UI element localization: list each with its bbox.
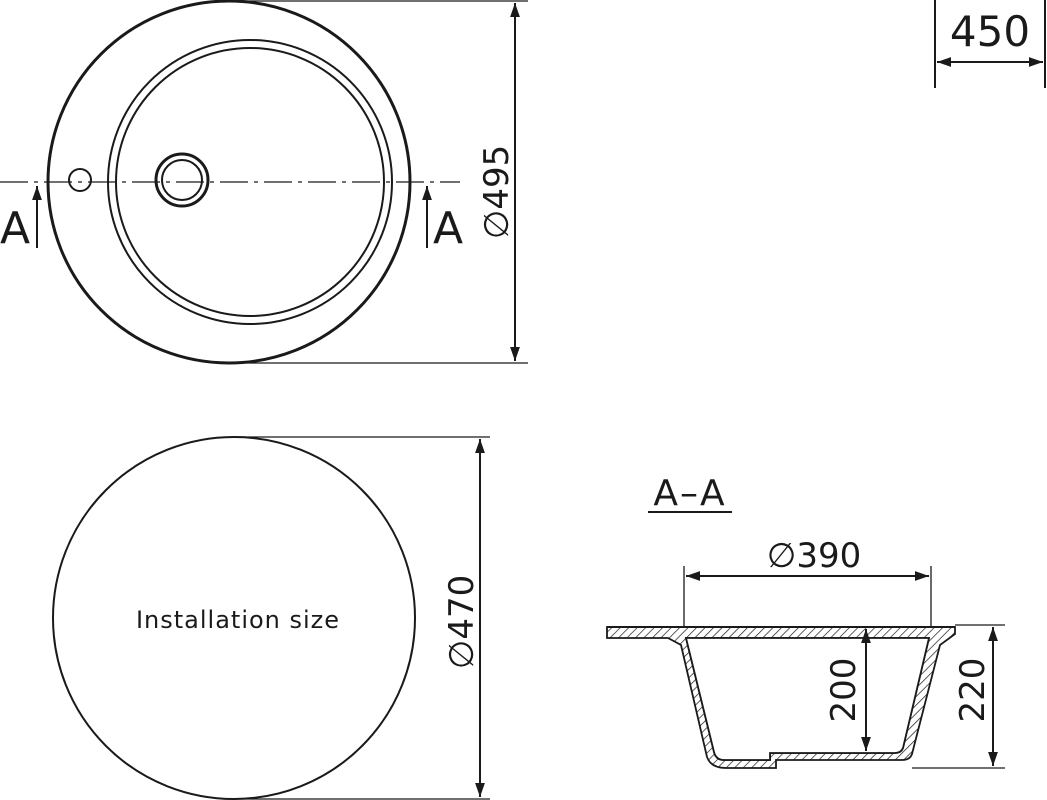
total-depth-label: 220	[953, 658, 993, 723]
bowl-inner-edge	[115, 47, 385, 317]
section-mark-left: A	[0, 203, 30, 254]
diameter-label-470: ∅470	[442, 575, 482, 670]
drain-outer	[154, 152, 210, 208]
inner-depth-label: 200	[824, 658, 864, 723]
diameter-label-495: ∅495	[477, 145, 517, 240]
faucet-hole	[68, 168, 92, 192]
section-title: A–A	[653, 473, 726, 514]
cutout-view: Installation size ∅470	[52, 436, 490, 800]
installation-size-label: Installation size	[136, 606, 340, 634]
top-view: A A ∅495	[0, 0, 528, 365]
section-view: A–A ∅390 200 220	[606, 473, 1005, 769]
bowl-diameter-label: ∅390	[767, 536, 862, 576]
drain-inner	[161, 159, 203, 201]
section-mark-right: A	[433, 203, 463, 254]
scale-value: 450	[950, 7, 1030, 56]
sink-profile-inner	[684, 637, 931, 761]
scale-box: 450	[934, 0, 1046, 88]
